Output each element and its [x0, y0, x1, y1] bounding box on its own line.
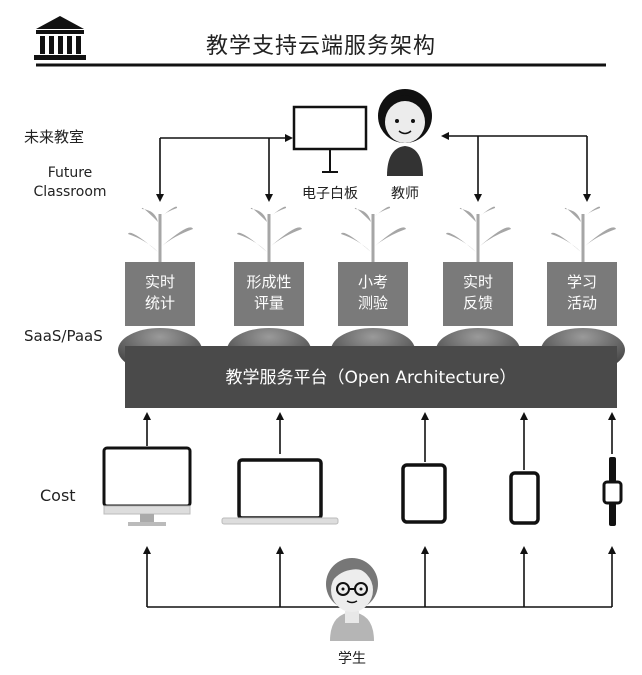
service-label-4-line1: 实时: [462, 273, 493, 291]
service-label-3: 小考 测验: [338, 272, 408, 314]
plant-2: [237, 206, 302, 262]
service-label-1-line2: 统计: [144, 294, 175, 312]
service-box-1: [125, 262, 195, 326]
service-label-5: 学习 活动: [547, 272, 617, 314]
smartphone-icon: [509, 471, 540, 525]
cost-label: Cost: [40, 486, 76, 505]
student-icon: [326, 558, 378, 641]
service-box-4: [443, 262, 513, 326]
platform-label: 教学服务平台（Open Architecture）: [225, 368, 517, 388]
service-label-1: 实时 统计: [125, 272, 195, 314]
plant-1: [128, 206, 193, 262]
platform-bar: [125, 346, 617, 408]
page-title: 教学支持云端服务架构: [205, 34, 436, 59]
plant-3: [341, 206, 406, 262]
service-box-3: [338, 262, 408, 326]
bank-icon: [34, 16, 86, 60]
service-label-3-line2: 测验: [357, 294, 388, 312]
service-label-1-line1: 实时: [144, 273, 175, 291]
teacher-label: 教师: [391, 186, 419, 202]
future-classroom-en-line2: Classroom: [33, 184, 107, 200]
smartwatch-icon: [602, 457, 623, 526]
service-label-2-line1: 形成性: [246, 273, 292, 291]
plant-4: [446, 206, 511, 262]
service-label-5-line1: 学习: [566, 273, 597, 291]
service-box-5: [547, 262, 617, 326]
service-label-4-line2: 反馈: [462, 294, 493, 312]
device-to-platform-arrows: [143, 412, 616, 470]
future-classroom-label: 未来教室: [24, 128, 85, 146]
whiteboard-label: 电子白板: [302, 186, 358, 202]
student-label: 学生: [338, 651, 366, 667]
service-boxes: [125, 262, 617, 326]
service-label-2-line2: 评量: [253, 294, 284, 312]
service-box-2: [234, 262, 304, 326]
service-label-4: 实时 反馈: [443, 272, 513, 314]
tablet-icon: [401, 463, 447, 524]
service-label-2: 形成性 评量: [234, 272, 304, 314]
future-classroom-en-line1: Future: [47, 165, 93, 181]
bottom-connectors: [143, 546, 616, 608]
whiteboard-icon: [292, 105, 368, 173]
service-label-3-line1: 小考: [357, 273, 388, 291]
top-connectors: [156, 132, 591, 202]
laptop-icon: [221, 458, 339, 525]
teacher-icon: [378, 89, 432, 176]
plant-5: [551, 206, 616, 262]
service-label-5-line2: 活动: [566, 294, 597, 312]
desktop-monitor-icon: [102, 446, 192, 526]
saas-paas-label: SaaS/PaaS: [24, 327, 103, 345]
